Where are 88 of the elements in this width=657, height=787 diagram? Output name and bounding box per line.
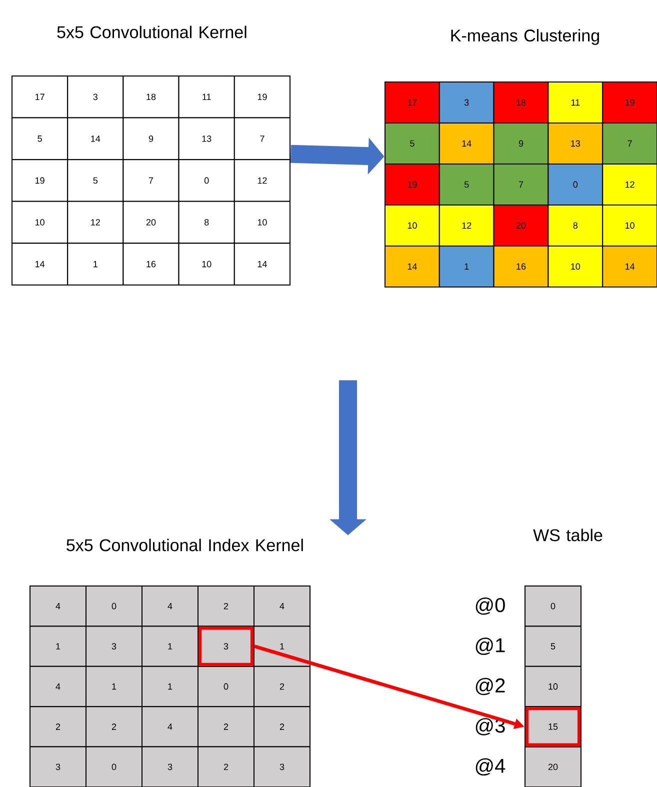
table-cell: 4 [142,586,198,627]
table-cell: 1 [142,626,198,667]
table-cell: 14 [234,242,290,286]
table-cell: 8 [178,200,235,244]
table-cell: 1 [254,626,310,667]
table-cell: 17 [12,76,68,118]
table-cell: 10 [384,204,440,246]
table-cell: 11 [548,82,604,124]
table-cell: 7 [234,117,290,160]
table-cell: 3 [86,626,142,667]
table-cell: 5 [438,164,494,206]
table-cell: 4 [30,666,86,708]
table-cell: 7 [493,164,549,206]
table-cell: 12 [438,204,494,246]
table-cell: 14 [438,122,494,164]
table-cell: 17 [384,82,440,124]
table-cell: 5 [67,159,124,202]
table-cell: 0 [198,666,254,708]
table-cell: 4 [254,586,310,627]
table-cell: 0 [548,164,604,206]
table-cell: 14 [384,246,440,288]
table-cell: 13 [548,122,604,164]
table-cell: 0 [524,586,582,627]
table-cell: 4 [142,706,198,748]
table-cell: 0 [86,586,142,627]
table-cell: 1 [438,246,494,288]
table-cell: 7 [122,159,180,202]
address-label: @1 [476,638,505,655]
table-cell: 5 [384,122,440,164]
table-cell: 19 [234,76,290,118]
table-cell: 5 [12,117,68,160]
table-cell: 13 [178,117,235,160]
address-label: @0 [476,597,505,615]
highlighted-cell: 3 [198,626,254,667]
table-title: 5x5 Convolutional Index Kernel [66,538,303,552]
table-cell: 10 [524,666,582,708]
table-cell: 0 [178,159,235,202]
table-cell: 19 [602,82,657,124]
table-cell: 2 [198,746,254,787]
table-cell: 14 [67,117,124,160]
table-cell: 2 [30,706,86,748]
table-cell: 18 [122,76,180,118]
table-cell: 1 [142,666,198,708]
table-cell: 1 [86,666,142,708]
table-cell: 1 [67,242,124,286]
table-cell: 10 [12,200,68,244]
table-title: WS table [533,528,602,542]
table-cell: 2 [198,706,254,748]
table-cell: 10 [178,242,235,286]
table-cell: 19 [12,159,68,202]
table-cell: 8 [548,204,604,246]
table-cell: 3 [438,82,494,124]
table-title: 5x5 Convolutional Kernel [57,26,246,38]
table-cell: 7 [602,122,657,164]
table-cell: 5 [524,626,582,667]
table-cell: 3 [67,76,124,118]
table-cell: 10 [548,246,604,288]
table-cell: 9 [493,122,549,164]
address-label: @4 [476,758,506,776]
table-cell: 2 [254,706,310,748]
table-cell: 12 [67,200,124,244]
table-title: K-means Clustering [451,29,599,45]
table-cell: 4 [30,586,86,627]
table-cell: 18 [493,82,549,124]
table-cell: 3 [30,746,86,787]
table-cell: 16 [122,242,180,286]
table-cell: 20 [122,200,180,244]
table-cell: 10 [234,200,290,244]
table-cell: 0 [86,746,142,787]
table-cell: 20 [493,204,549,246]
table-cell: 16 [493,246,549,288]
table-cell: 2 [198,586,254,627]
table-cell: 14 [12,242,68,286]
table-cell: 3 [142,746,198,787]
table-cell: 20 [524,746,582,787]
table-cell: 12 [234,159,290,202]
address-label: @2 [476,678,505,696]
table-cell: 11 [178,76,235,118]
highlighted-cell: 15 [524,706,582,748]
table-cell: 9 [122,117,180,160]
table-cell: 12 [602,164,657,206]
table-cell: 2 [254,666,310,708]
table-cell: 10 [602,204,657,246]
table-cell: 14 [602,246,657,288]
table-cell: 3 [254,746,310,787]
table-cell: 1 [30,626,86,667]
table-cell: 19 [384,164,440,206]
table-cell: 2 [86,706,142,748]
